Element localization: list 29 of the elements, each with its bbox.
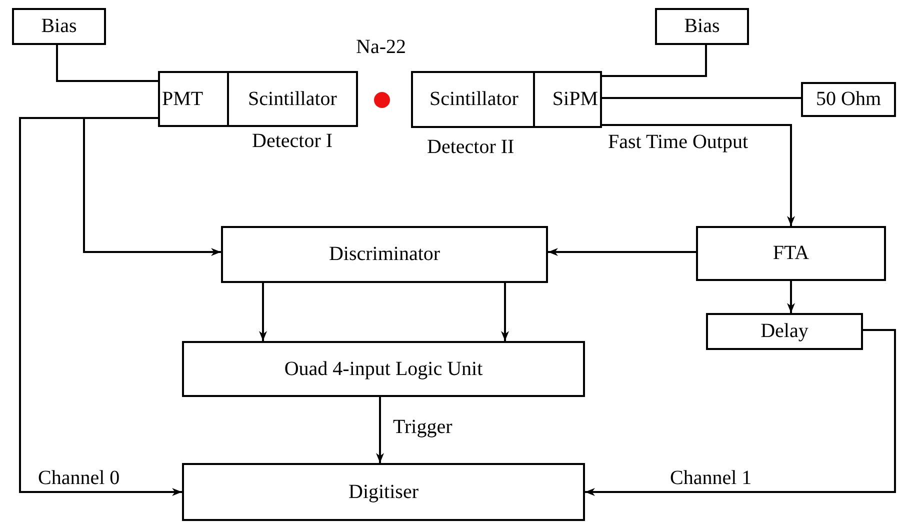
connector-line: [56, 45, 158, 82]
component-box: Scintillator: [229, 71, 358, 127]
component-box: SiPM: [533, 71, 602, 128]
connector-line: [602, 45, 707, 77]
component-box: 50 Ohm: [801, 82, 896, 117]
arrow: [376, 397, 384, 463]
connector-line: [602, 97, 801, 99]
detector-caption: Detector II: [427, 137, 514, 157]
edge-label: Trigger: [391, 417, 454, 437]
arrow: [585, 329, 896, 496]
arrow: [501, 283, 509, 341]
component-box: Bias: [655, 8, 749, 45]
detector-caption: Detector I: [252, 131, 333, 151]
component-box: FTA: [696, 226, 886, 281]
arrow: [602, 124, 795, 226]
arrow: [19, 117, 182, 496]
edge-label: Fast Time Output: [606, 132, 750, 152]
component-box: Delay: [706, 313, 863, 350]
component-box: PMT: [158, 71, 229, 127]
component-box: Scintillator: [411, 71, 535, 128]
source-label: Na-22: [356, 37, 406, 57]
component-box: Digitiser: [182, 463, 585, 521]
arrow: [548, 248, 696, 256]
arrow: [259, 283, 267, 341]
arrow: [787, 281, 795, 313]
component-box: Ouad 4-input Logic Unit: [182, 341, 585, 397]
arrow: [83, 117, 221, 256]
component-box: Bias: [12, 8, 106, 45]
component-box: Discriminator: [221, 226, 548, 283]
